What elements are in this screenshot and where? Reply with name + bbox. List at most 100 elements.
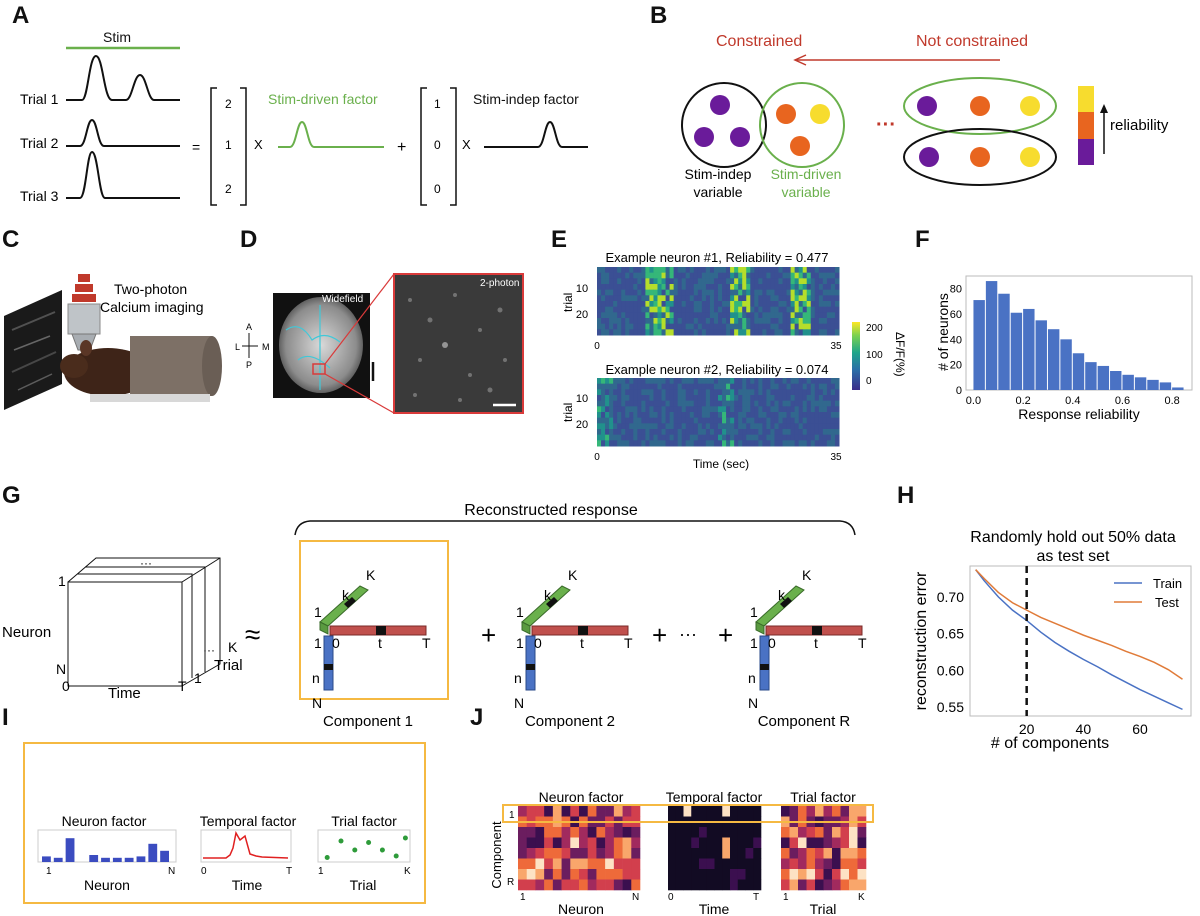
heatmap-cell [810,295,816,302]
heatmap-cell [629,423,634,430]
heatmap-cell [750,389,755,396]
heatmap-cell [738,329,743,336]
heatmap-cell [738,278,743,285]
heatmap-cell [625,295,630,302]
heatmap-cell [605,434,610,441]
heatmap-cell [722,318,727,325]
heatmap-cell [705,312,711,319]
heatmap-cell [718,429,723,436]
heatmap-cell [746,417,751,424]
heatmap-cell [738,289,743,296]
heatmap-cell [601,406,606,413]
heatmap-cell [778,278,784,285]
hist-xlabel: Response reliability [1018,406,1139,422]
heatmap-cell [734,406,739,413]
heatmap-cell [786,272,792,279]
heatmap-cell [774,323,779,330]
heatmap-cell [750,318,755,325]
heatmap-cell [681,434,687,441]
heatmap-cell [774,312,779,319]
heatmap-cell [774,318,779,325]
heatmap-cell [814,389,820,396]
heatmap-cell [832,827,841,838]
heatmap-cell [613,395,618,402]
heatmap-cell [758,272,763,279]
heatmap-cell [714,837,723,849]
heatmap-cell [665,301,671,308]
heatmap-cell [738,323,743,330]
heatmap-cell [706,848,715,859]
heatmap-cell [794,312,800,319]
heatmap-cell [778,318,784,325]
heatmap-cell [778,389,784,396]
heatmap-cell [818,306,824,313]
label-T: T [422,635,431,651]
heatmap-cell [637,295,642,302]
heatmap-cell [617,323,622,330]
heatmap-cell [762,284,767,291]
hist-bars [973,281,1184,390]
heatmap-cell [705,440,711,447]
heatmap-cell [570,879,580,891]
heatmap-cell [641,378,646,385]
heatmap-cell [810,395,816,402]
heatmap-cell [649,389,654,396]
heatmap-cell [718,318,723,325]
heatmap-cell [518,806,528,817]
heatmap-cell [830,423,836,430]
heatmap-cell [601,318,606,325]
heatmap-cell [673,301,679,308]
heatmap-cell [790,267,796,274]
heatmap-cell [669,412,675,419]
heatmap-cell [722,389,727,396]
heatmap-cell [734,295,739,302]
heatmap-cell [734,395,739,402]
heatmap-cell [737,827,746,838]
heatmap-cell [770,323,775,330]
heatmap-cell [641,306,646,313]
heatmap-cell [597,289,602,296]
heatmap-cell [613,289,618,296]
heatmap-cell [629,312,634,319]
heatmap-cell [770,272,775,279]
heatmap-cell [596,858,606,870]
purple-dot [730,127,750,147]
heatmap-cell [653,267,658,274]
i-neuron-bars [42,838,169,862]
heatmap-cell [609,429,614,436]
heatmap-cell [685,278,691,285]
heatmap-cell [613,312,618,319]
heatmap-cell [722,827,731,838]
heatmap-cell [535,806,545,817]
heatmap-cell [552,869,562,880]
heatmap-cell [665,429,671,436]
heatmap-cell [718,284,723,291]
heatmap-cell [857,879,867,891]
heatmap-cell [798,837,807,849]
heatmap-cell [798,429,804,436]
heatmap-cell [657,400,663,407]
heatmap-cell [653,306,658,313]
heatmap-cell [782,278,788,285]
heatmap-cell [737,869,746,880]
neuron1-ytick-20: 20 [576,309,588,321]
heatmap-cell [774,378,779,385]
platform [90,394,210,402]
heatmap-cell [669,301,675,308]
heatmap-cell [802,406,808,413]
heatmap-cell [790,400,796,407]
heatmap-cell [786,329,792,336]
heatmap-cell [685,423,691,430]
heatmap-cell [668,806,677,817]
heatmap-cell [693,440,699,447]
heatmap-cell [544,879,554,891]
heatmap-cell [689,301,695,308]
heatmap-cell [689,267,695,274]
heatmap-cell [818,318,824,325]
heatmap-cell [601,395,606,402]
label-zero: 0 [534,635,542,651]
heatmap-cell [814,301,820,308]
heatmap-cell [699,806,708,817]
heatmap-cell [518,858,528,870]
heatmap-cell [621,417,626,424]
